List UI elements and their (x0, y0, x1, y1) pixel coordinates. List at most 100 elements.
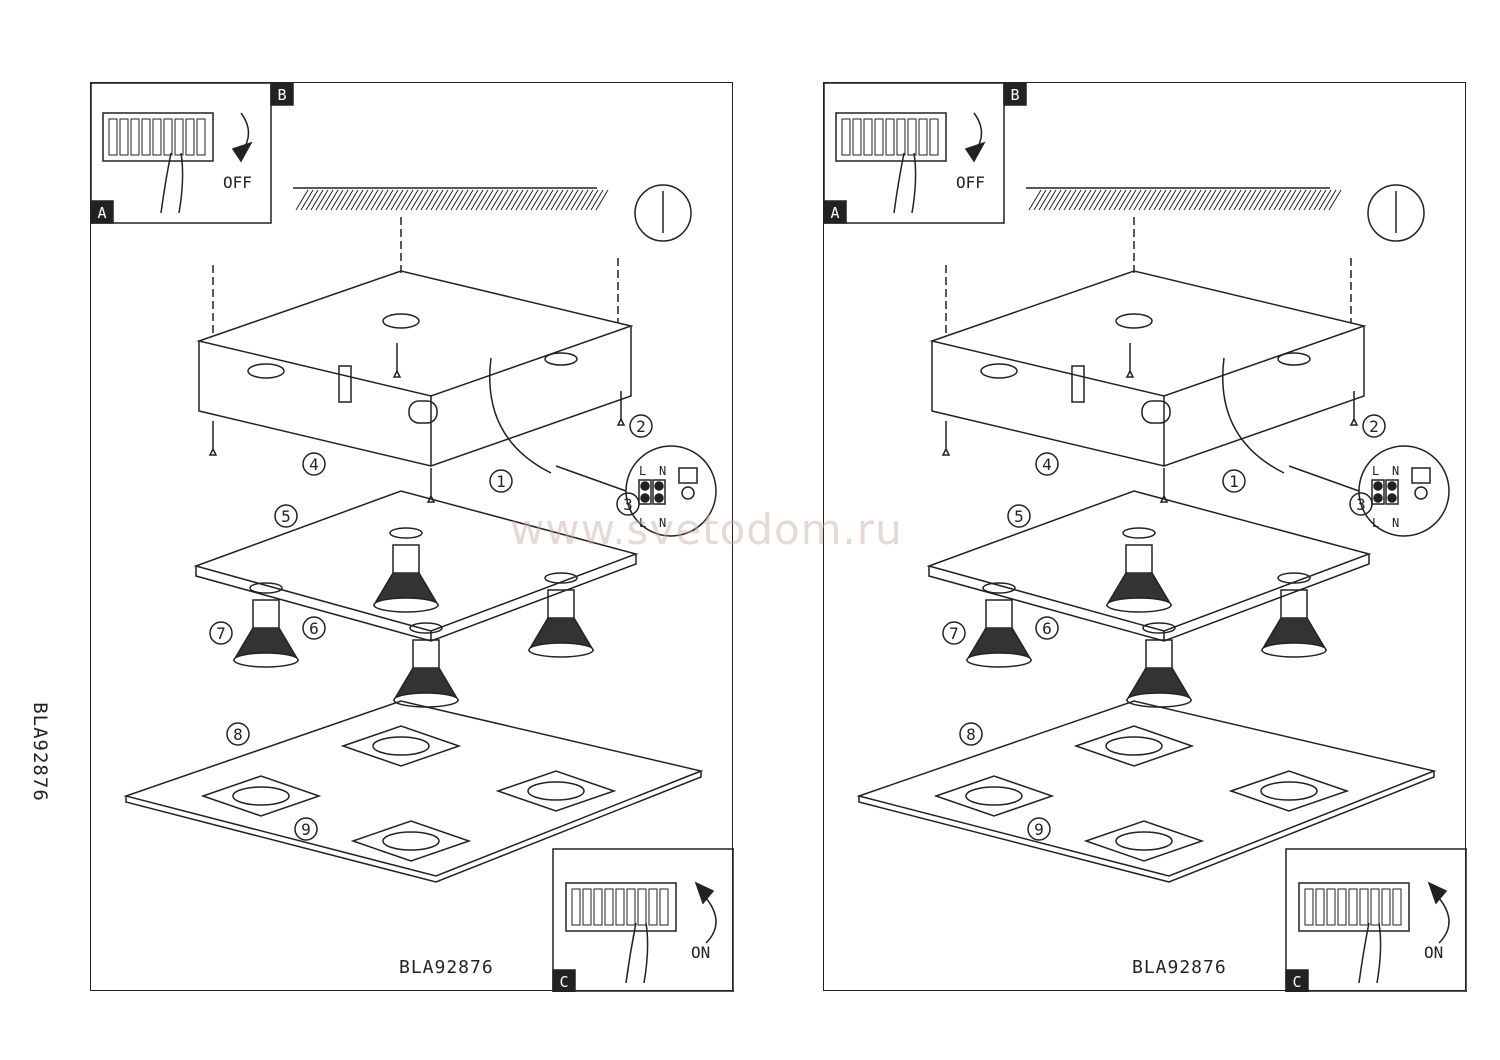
label-c: C (1292, 973, 1301, 991)
screw-icon (208, 421, 218, 456)
label-a: A (97, 204, 106, 222)
mounting-guides (945, 217, 1352, 333)
gu10-bulb-icon (392, 622, 460, 708)
switch-off-inset (91, 83, 294, 224)
label-b: B (1010, 86, 1019, 104)
hand-icon (625, 922, 649, 984)
hand-icon (893, 152, 917, 214)
step-number: 6 (1042, 619, 1052, 638)
gu10-bulb-icon (1125, 622, 1193, 708)
step-number: 4 (309, 455, 319, 474)
step-circle (1222, 469, 1246, 493)
step-number: 6 (309, 619, 319, 638)
step-circle (942, 621, 966, 645)
step-number: 7 (949, 624, 959, 643)
on-text: ON (1424, 943, 1443, 962)
screw-icon (426, 468, 436, 503)
step-number: 3 (623, 495, 633, 514)
spotlight-recess (1083, 820, 1205, 862)
spotlight-recess (495, 770, 617, 812)
breaker-icon (565, 882, 677, 932)
arrow-up-icon (705, 897, 717, 944)
mounting-base (196, 270, 634, 474)
model-code: BLA92876 (399, 957, 494, 978)
terminal-n-label: N (659, 516, 666, 530)
screw-icon (392, 343, 402, 378)
step-number: 8 (966, 725, 976, 744)
step-number: 3 (1356, 495, 1366, 514)
terminal-block-detail (555, 445, 717, 537)
step-circle (959, 722, 983, 746)
step-circle (226, 722, 250, 746)
step-circle (489, 469, 513, 493)
gu10-bulb-icon (372, 527, 440, 613)
step-circle (1035, 452, 1059, 476)
step-circle (1007, 504, 1031, 528)
switch-on-inset (1285, 848, 1467, 992)
step-circle (209, 621, 233, 645)
step-number: 9 (301, 820, 311, 839)
cover-frame (856, 700, 1437, 883)
dowel-detail-icon (1367, 184, 1425, 242)
label-b: B (277, 86, 286, 104)
ceiling-hatch (293, 187, 609, 211)
off-text: OFF (956, 173, 985, 192)
terminal-n-label: N (1392, 464, 1399, 478)
off-text: OFF (223, 173, 252, 192)
step-number: 2 (1369, 417, 1379, 436)
hand-icon (1358, 922, 1382, 984)
spotlight-recess (340, 725, 462, 767)
terminal-l-label: L (1372, 516, 1379, 530)
step-number: 5 (281, 507, 291, 526)
dowel-detail-icon (634, 184, 692, 242)
mounting-guides (212, 217, 619, 333)
watermark: www.svetodom.ru (510, 505, 903, 554)
step-circle (302, 452, 326, 476)
step-circle (616, 492, 640, 516)
ceiling-hatch (1026, 187, 1342, 211)
step-number: 1 (1229, 472, 1239, 491)
step-circle (1027, 817, 1051, 841)
terminal-n-label: N (659, 464, 666, 478)
switch-off-inset (824, 83, 1027, 224)
gu10-bulb-icon (232, 582, 300, 668)
step-number: 9 (1034, 820, 1044, 839)
step-number: 2 (636, 417, 646, 436)
gu10-bulb-icon (527, 572, 595, 658)
step-number: 1 (496, 472, 506, 491)
breaker-icon (102, 112, 214, 162)
step-circle (302, 616, 326, 640)
screw-icon (1159, 468, 1169, 503)
terminal-n-label: N (1392, 516, 1399, 530)
terminal-block-detail (1288, 445, 1450, 537)
screw-icon (616, 391, 626, 426)
step-number: 4 (1042, 455, 1052, 474)
gu10-bulb-icon (965, 582, 1033, 668)
gu10-bulb-icon (1260, 572, 1328, 658)
cover-frame (123, 700, 704, 883)
breaker-icon (835, 112, 947, 162)
step-number: 8 (233, 725, 243, 744)
model-code: BLA92876 (1132, 957, 1227, 978)
screw-icon (1125, 343, 1135, 378)
terminal-l-label: L (639, 516, 646, 530)
gu10-bulb-icon (1105, 527, 1173, 613)
mounting-base (929, 270, 1367, 474)
step-number: 7 (216, 624, 226, 643)
step-circle (294, 817, 318, 841)
spotlight-recess (1228, 770, 1350, 812)
step-number: 5 (1014, 507, 1024, 526)
screw-icon (1349, 391, 1359, 426)
spotlight-recess (933, 775, 1055, 817)
side-model-code: BLA92876 (29, 702, 51, 802)
spotlight-recess (1073, 725, 1195, 767)
breaker-icon (1298, 882, 1410, 932)
terminal-l-label: L (639, 464, 646, 478)
spotlight-recess (350, 820, 472, 862)
label-c: C (559, 973, 568, 991)
arrow-up-icon (1438, 897, 1450, 944)
step-circle (1349, 492, 1373, 516)
switch-on-inset (552, 848, 734, 992)
on-text: ON (691, 943, 710, 962)
